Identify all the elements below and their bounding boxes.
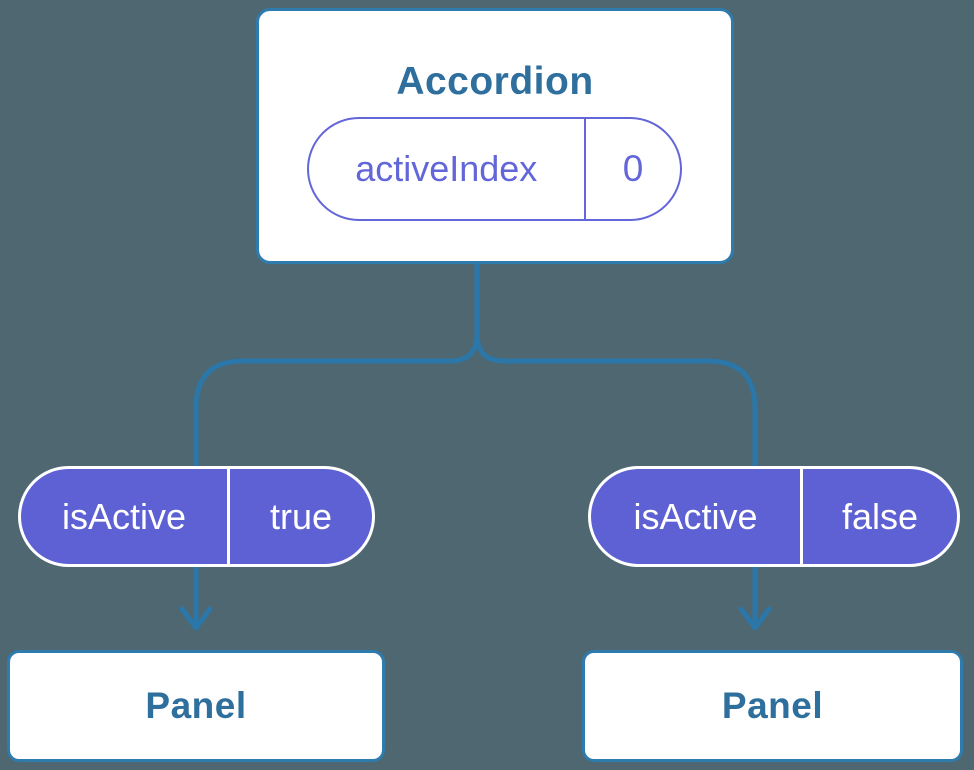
pill-divider [583, 119, 586, 219]
panel-component-card-left: Panel [7, 650, 385, 762]
component-title: Panel [721, 685, 824, 726]
state-pill-activeindex: activeIndex 0 [307, 117, 682, 221]
connector-right-branch [474, 331, 758, 628]
pill-divider [227, 469, 230, 564]
arrow-down-icon [738, 606, 772, 631]
pill-divider [800, 469, 803, 564]
prop-value: true [269, 495, 333, 537]
component-title: Accordion [396, 60, 594, 103]
panel-component-card-right: Panel [582, 650, 963, 762]
prop-value: false [841, 495, 919, 537]
component-title: Panel [145, 685, 247, 726]
accordion-component-card: Accordion activeIndex 0 [256, 8, 734, 264]
prop-pill-isactive-true: isActive true [18, 466, 375, 567]
state-value: 0 [622, 148, 644, 189]
prop-pill-isactive-false: isActive false [588, 466, 960, 567]
prop-name: isActive [633, 495, 758, 537]
state-name: activeIndex [355, 148, 538, 189]
connector-left-branch [193, 259, 480, 628]
arrow-down-icon [179, 606, 213, 631]
prop-name: isActive [61, 495, 187, 537]
